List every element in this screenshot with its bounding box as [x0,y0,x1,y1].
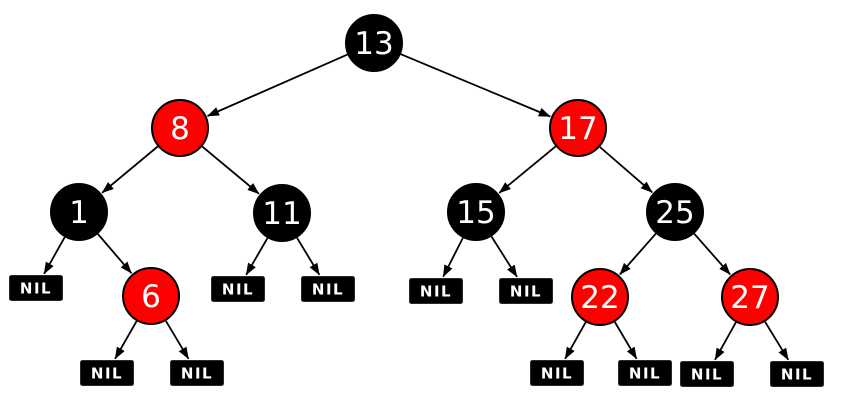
tree-node-15: 15 [447,183,505,241]
nil-box [770,361,824,387]
tree-node-25: 25 [646,183,704,241]
nil-label: NIL [510,282,542,300]
nil-6-right: NIL [170,360,224,386]
node-key-label: 1 [69,195,89,231]
node-circle-black [50,183,108,241]
nil-11-left: NIL [211,276,265,302]
nil-label: NIL [691,365,723,383]
nil-box [9,275,63,301]
node-key-label: 11 [262,196,301,232]
edge-8-to-11 [201,145,260,195]
node-key-label: 13 [354,26,393,62]
nil-label: NIL [181,364,213,382]
edge-15-to-nil-15-right [490,236,518,278]
edge-11-to-nil-11-left [245,237,269,276]
nil-15-left: NIL [409,278,463,304]
node-circle-black [345,14,403,72]
edge-1-to-nil-1-left [43,236,66,275]
nil-box [80,360,134,386]
nil-label: NIL [420,282,452,300]
tree-node-17: 17 [549,99,607,157]
nil-6-left: NIL [80,360,134,386]
node-circle-black [646,183,704,241]
node-circle-red [122,267,180,325]
edge-13-to-8 [207,53,348,117]
nil-27-right: NIL [770,361,824,387]
node-circle-red [549,99,607,157]
tree-node-11: 11 [253,184,311,242]
node-circle-red [571,268,629,326]
nil-box [301,276,355,302]
tree-node-8: 8 [151,99,209,157]
nil-box [170,360,224,386]
edge-1-to-6 [97,233,133,274]
node-circle-black [447,183,505,241]
tree-node-22: 22 [571,268,629,326]
nil-22-right: NIL [618,360,672,386]
node-circle-black [253,184,311,242]
node-circle-red [151,99,209,157]
nil-box [499,278,553,304]
nil-label: NIL [20,279,52,297]
tree-node-6: 6 [122,267,180,325]
nil-box [680,361,734,387]
nil-label: NIL [222,280,254,298]
nil-22-left: NIL [530,360,584,386]
node-key-label: 6 [141,279,161,315]
edge-25-to-22 [619,233,657,276]
nil-box [409,278,463,304]
edges-layer [43,53,790,361]
edge-11-to-nil-11-right [296,237,321,276]
nil-box [211,276,265,302]
nil-label: NIL [781,365,813,383]
tree-node-27: 27 [721,268,779,326]
edge-27-to-nil-27-right [764,321,790,361]
edge-22-to-nil-22-right [614,321,638,360]
tree-node-1: 1 [50,183,108,241]
edge-15-to-nil-15-left [442,237,464,278]
nil-box [618,360,672,386]
nil-box [530,360,584,386]
edge-8-to-1 [101,145,159,194]
nil-label: NIL [541,364,573,382]
edge-6-to-nil-6-right [165,320,190,360]
edge-17-to-15 [498,145,557,194]
nil-11-right: NIL [301,276,355,302]
nil-label: NIL [629,364,661,382]
nil-label: NIL [312,280,344,298]
node-key-label: 27 [730,280,769,316]
node-key-label: 25 [655,195,694,231]
node-key-label: 22 [580,280,619,316]
nil-label: NIL [91,364,123,382]
edge-6-to-nil-6-left [114,320,138,360]
nil-15-right: NIL [499,278,553,304]
edge-27-to-nil-27-left [714,321,737,361]
nil-27-left: NIL [680,361,734,387]
nil-1-left: NIL [9,275,63,301]
edge-13-to-17 [400,53,551,118]
node-key-label: 15 [456,195,495,231]
node-circle-red [721,268,779,326]
edge-17-to-25 [599,146,653,194]
tree-node-13: 13 [345,14,403,72]
edge-25-to-27 [693,233,731,276]
node-key-label: 8 [170,111,190,147]
node-key-label: 17 [558,111,597,147]
edge-22-to-nil-22-left [564,321,587,360]
